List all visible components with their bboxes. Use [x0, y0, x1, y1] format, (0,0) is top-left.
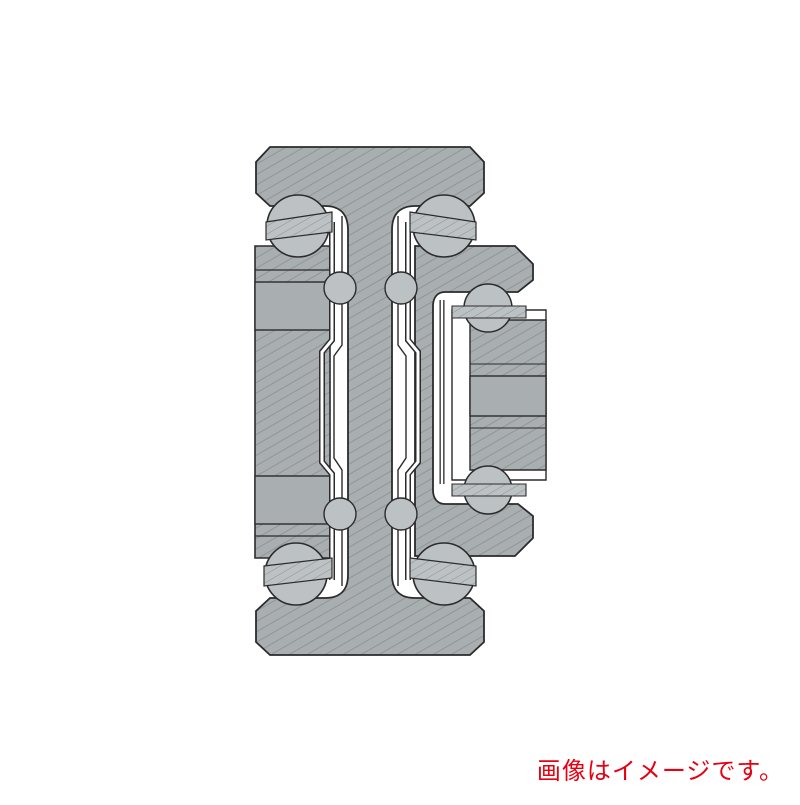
right-ball-retainer [397, 216, 445, 586]
ball-mid-left-lower [323, 497, 357, 531]
ball-mid-right-lower [384, 497, 418, 531]
ball-mid-right-upper [384, 271, 418, 305]
drawer-mount-slot [469, 375, 547, 417]
left-ball-retainer [319, 216, 343, 586]
intermediate-rail-i-beam [255, 146, 485, 656]
right-inner-member [414, 245, 547, 557]
ball-mid-left-upper [323, 271, 357, 305]
left-outer-bracket [254, 245, 331, 559]
ball-bottom-right [409, 542, 477, 606]
ball-inner-upper [451, 283, 527, 333]
ball-bottom-left [263, 542, 333, 606]
ball-top-right [409, 194, 477, 258]
ball-inner-lower [451, 465, 527, 515]
left-bracket-slot-lower [254, 475, 331, 525]
left-bracket-slot-upper [254, 281, 331, 331]
image-disclaimer-caption: 画像はイメージです。 [536, 757, 784, 785]
ball-top-left [265, 194, 333, 258]
